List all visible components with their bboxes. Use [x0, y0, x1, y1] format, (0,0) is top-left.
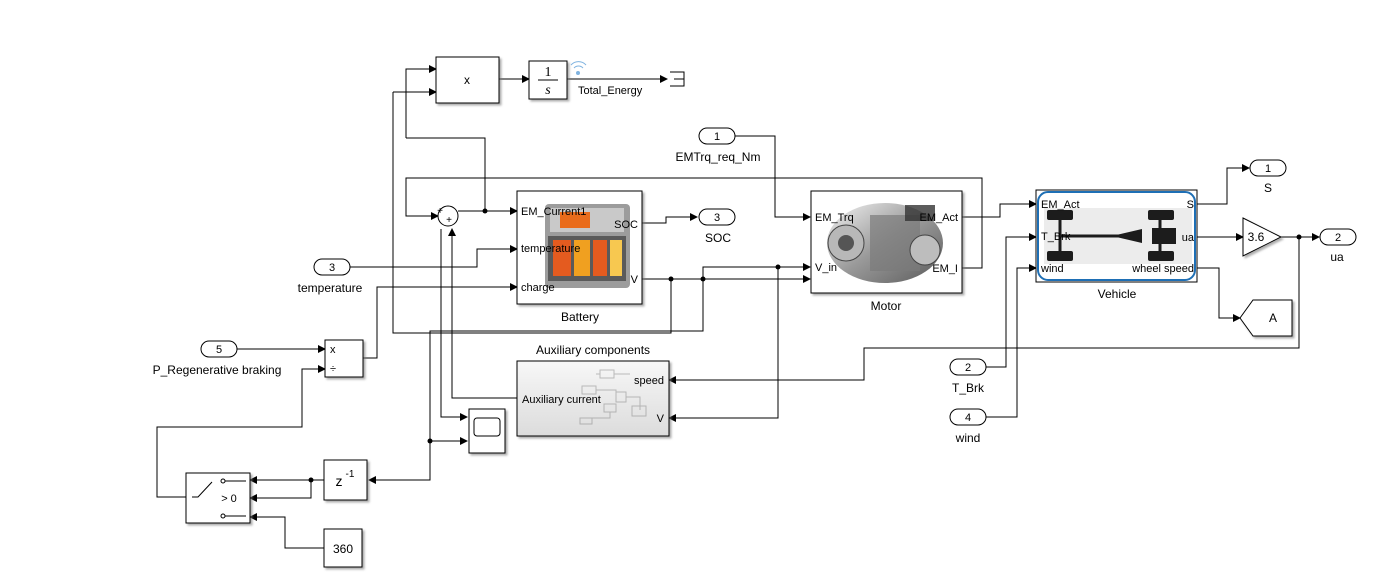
unit-delay-block[interactable]: z -1 [323, 459, 368, 501]
divide-div-sign: ÷ [330, 363, 336, 375]
divide-block[interactable]: x ÷ [324, 339, 364, 378]
terminator-block[interactable] [670, 71, 685, 87]
switch-block[interactable]: > 0 [185, 472, 251, 524]
constant-value: 360 [333, 542, 353, 556]
outport-number: 2 [1335, 232, 1341, 244]
vehicle-drivetrain-image [1044, 208, 1192, 264]
outport-label-soc: SOC [705, 231, 731, 245]
motor-port-v-in: V_in [815, 262, 837, 274]
signal-label-total-energy: Total_Energy [578, 85, 643, 97]
divide-mul-sign: x [330, 344, 336, 356]
auxiliary-title: Auxiliary components [536, 343, 650, 357]
motor-port-em-trq: EM_Trq [815, 212, 854, 224]
gain-value: 3.6 [1248, 230, 1265, 244]
battery-port-charge: charge [521, 282, 555, 294]
auxiliary-port-current: Auxiliary current [522, 394, 601, 406]
outport-soc[interactable]: 3 [698, 208, 736, 226]
signal-logging-icon[interactable] [570, 61, 587, 75]
gain-block[interactable]: 3.6 [1242, 217, 1283, 257]
constant-block[interactable]: 360 [323, 528, 363, 568]
inport-emtrq[interactable]: 1 [698, 127, 736, 145]
outport-label-s: S [1264, 181, 1272, 195]
battery-port-soc: SOC [614, 219, 638, 231]
battery-port-v: V [631, 274, 639, 286]
motor-port-em-i: EM_I [932, 263, 958, 275]
vehicle-port-t-brk: T_Brk [1041, 231, 1071, 243]
goto-tag-label: A [1269, 311, 1277, 325]
auxiliary-schematic-image [579, 369, 647, 425]
inport-tbrk[interactable]: 2 [949, 358, 987, 376]
integrator-denominator: s [545, 83, 551, 98]
inport-label-tbrk: T_Brk [952, 381, 985, 395]
integrator-block[interactable]: 1 s [528, 60, 568, 100]
inport-regen[interactable]: 5 [200, 340, 238, 358]
vehicle-block[interactable]: EM_Act T_Brk wind S ua wheel speed [1035, 189, 1198, 283]
outport-number: 3 [714, 212, 720, 224]
outport-ua[interactable]: 2 [1319, 228, 1357, 246]
vehicle-port-ua: ua [1182, 232, 1195, 244]
outport-s[interactable]: 1 [1249, 159, 1287, 177]
inport-number: 5 [216, 344, 222, 356]
battery-port-em-current: EM_Current1 [521, 206, 586, 218]
sum-sign: + [446, 215, 452, 226]
auxiliary-port-v: V [657, 413, 665, 425]
sum-block[interactable]: + + [437, 205, 459, 227]
sum-sign-2: + [437, 206, 443, 217]
motor-name: Motor [871, 299, 902, 313]
vehicle-port-wheel-speed: wheel speed [1131, 263, 1194, 275]
product-symbol: x [464, 73, 470, 87]
inport-number: 1 [714, 131, 720, 143]
outport-label-ua: ua [1330, 250, 1344, 264]
outport-number: 1 [1265, 163, 1271, 175]
signal-lines [156, 65, 1320, 549]
vehicle-port-wind: wind [1040, 263, 1064, 275]
inport-number: 3 [329, 262, 335, 274]
inport-label-wind: wind [955, 431, 981, 445]
product-block-top[interactable]: x [435, 56, 500, 104]
inport-number: 4 [965, 412, 971, 424]
inport-temperature[interactable]: 3 [313, 258, 351, 276]
vehicle-port-em-act: EM_Act [1041, 199, 1080, 211]
integrator-numerator: 1 [545, 65, 552, 80]
switch-criteria: > 0 [221, 493, 237, 505]
delay-base: z [336, 473, 343, 489]
inport-label-regen: P_Regenerative braking [153, 363, 282, 377]
vehicle-port-s: S [1187, 199, 1194, 211]
motor-port-em-act: EM_Act [919, 212, 958, 224]
battery-port-temperature: temperature [521, 243, 580, 255]
scope-block[interactable] [468, 408, 506, 454]
inport-label-emtrq: EMTrq_req_Nm [676, 150, 761, 164]
battery-name: Battery [561, 310, 599, 324]
goto-tag-block[interactable]: A [1239, 299, 1293, 337]
delay-exponent: -1 [346, 469, 355, 480]
inport-wind[interactable]: 4 [949, 408, 987, 426]
motor-image [827, 203, 943, 283]
vehicle-name: Vehicle [1098, 287, 1137, 301]
motor-block[interactable]: EM_Trq V_in EM_Act EM_I [810, 190, 963, 294]
inport-label-temperature: temperature [298, 281, 363, 295]
auxiliary-port-speed: speed [634, 375, 664, 387]
battery-image [545, 204, 630, 288]
auxiliary-block[interactable]: Auxiliary current speed V [516, 360, 670, 437]
inport-number: 2 [965, 362, 971, 374]
battery-block[interactable]: EM_Current1 temperature charge SOC V [516, 190, 643, 305]
